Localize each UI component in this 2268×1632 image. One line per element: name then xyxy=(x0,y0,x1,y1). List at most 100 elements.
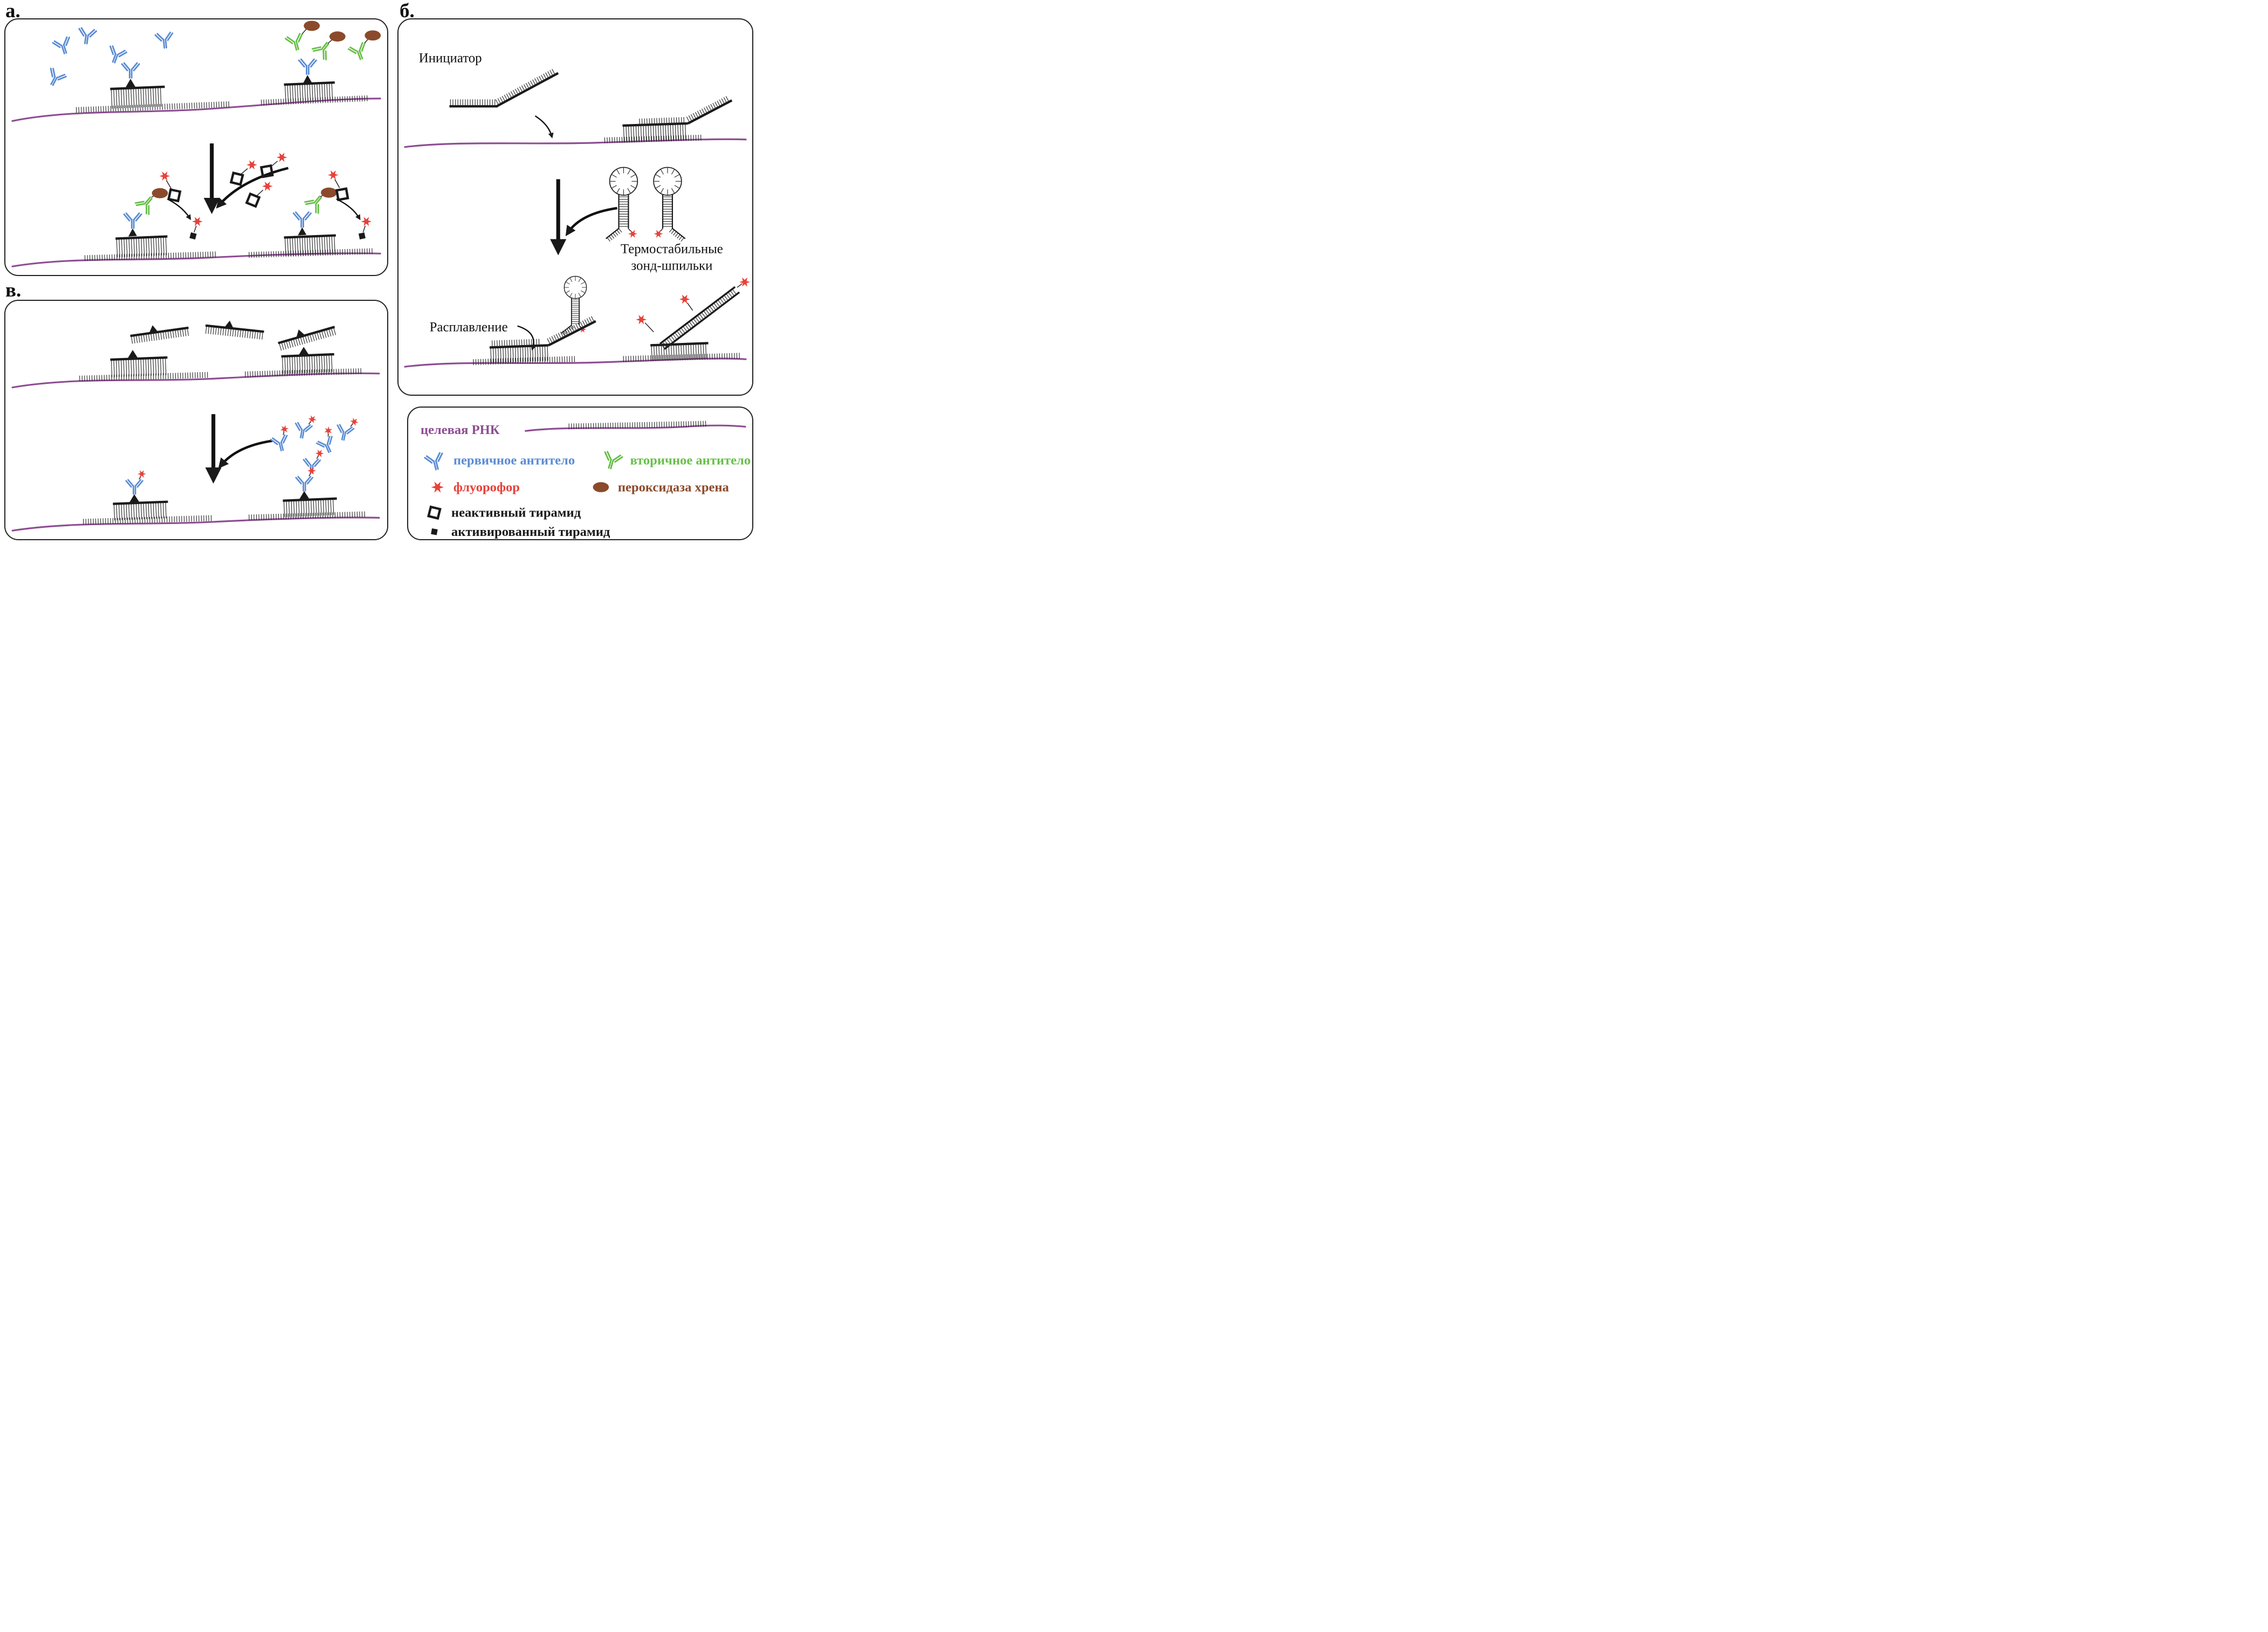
panel-a-label: а. xyxy=(5,0,20,22)
fluorophore-icon xyxy=(431,481,444,493)
hapten-triangle-icon xyxy=(299,347,309,355)
fluorophore-icon xyxy=(262,181,273,191)
rna-ticks xyxy=(604,134,702,143)
scene-a-deposition xyxy=(11,170,381,267)
labeled-antibody-cluster xyxy=(269,413,360,473)
addition-curve-arrow xyxy=(565,206,617,237)
labeled-primary-antibody-icon xyxy=(312,425,340,455)
target-rna-strand xyxy=(11,372,380,389)
primary-antibody-icon xyxy=(76,26,98,46)
duplex-ticks xyxy=(111,87,162,109)
primary-antibody-icon xyxy=(105,44,128,66)
labeled-primary-antibody-icon xyxy=(296,467,316,491)
secondary-antibody-icon xyxy=(600,450,623,472)
hcr-polymer-duplex xyxy=(659,286,736,345)
reaction-step xyxy=(203,143,289,215)
fluorophore-icon xyxy=(159,171,170,181)
hrp-linker xyxy=(301,29,307,35)
opened-hairpin-arm xyxy=(548,320,596,347)
primary-antibody-icon xyxy=(121,62,140,79)
fluorophore-icon xyxy=(192,217,203,226)
melting-label: Расплавление xyxy=(430,320,508,335)
duplex-ticks xyxy=(651,343,707,361)
hrp-icon xyxy=(321,187,337,198)
primary-antibody-icon xyxy=(43,66,67,89)
initiator-arm xyxy=(496,72,559,108)
primary-antibody-icon xyxy=(154,31,175,50)
hrp-icon xyxy=(365,30,381,41)
legend-target-rna-label: целевая РНК xyxy=(421,423,500,437)
panel-b-label: б. xyxy=(400,0,415,22)
legend-item-activated-tyramide: активированный тирамид xyxy=(431,525,610,539)
hcr-polymer-site xyxy=(623,277,751,362)
rna-ticks xyxy=(623,353,740,362)
probe-bar xyxy=(115,235,168,240)
probe-bar xyxy=(110,356,168,361)
hairpin-probe-icon xyxy=(654,167,685,241)
legend-diagram: целевая РНК первичное антитело вторичное… xyxy=(421,421,751,539)
initiator-arm xyxy=(687,99,733,125)
duplex-ticks xyxy=(116,237,167,258)
reaction-step xyxy=(205,413,360,484)
rna-ticks xyxy=(79,371,208,382)
panel-a-diagram xyxy=(11,20,381,267)
scene-v-probe-binding xyxy=(11,318,380,389)
hapten-triangle-icon xyxy=(129,494,139,502)
hapten-triangle-icon xyxy=(128,350,138,359)
probe-bar xyxy=(110,85,165,91)
panel-v xyxy=(4,300,388,540)
legend-item-inactive-tyramide: неактивный тирамид xyxy=(429,506,581,520)
fluorophore-icon xyxy=(679,294,690,304)
activated-tyramide-icon xyxy=(189,232,197,240)
probe-site xyxy=(261,31,368,106)
scene-b-initiator: Инициатор xyxy=(404,51,747,148)
panel-v-label: в. xyxy=(5,279,22,301)
rna-ticks xyxy=(245,368,361,377)
rna-ticks xyxy=(249,511,365,521)
free-probe-icon xyxy=(276,320,337,351)
activated-tyramide-icon xyxy=(358,232,366,240)
probe-site xyxy=(604,96,733,143)
rna-ticks xyxy=(84,251,216,261)
hairpin-probe-icon xyxy=(606,167,638,241)
probe-bar xyxy=(650,342,709,347)
legend-panel: целевая РНК первичное антитело вторичное… xyxy=(407,407,753,540)
hrp-icon xyxy=(152,188,168,198)
fluorophore-icon xyxy=(361,217,372,226)
tyramide-linker xyxy=(334,179,340,188)
primary-antibody-icon xyxy=(423,451,446,472)
addition-curve-arrow xyxy=(216,167,289,209)
tyramide-linker xyxy=(362,225,366,232)
scene-v-detected xyxy=(11,467,380,532)
rna-ticks xyxy=(75,101,230,113)
deposition-arrow xyxy=(336,198,361,221)
panel-b: Инициатор xyxy=(397,18,753,396)
legend-activated-tyramide-label: активированный тирамид xyxy=(451,525,610,539)
probe-bar xyxy=(284,81,335,86)
probe-site xyxy=(83,470,212,525)
fluorophore-icon xyxy=(739,277,751,287)
scene-a-antibody-binding xyxy=(11,20,381,122)
floating-secondary-antibodies xyxy=(284,20,381,63)
legend-inactive-tyramide-label: неактивный тирамид xyxy=(451,506,581,520)
secondary-antibody-icon xyxy=(311,37,335,61)
tyramide-linker xyxy=(166,180,172,190)
inactive-tyramide-icon xyxy=(262,166,273,177)
hrp-icon xyxy=(304,20,320,31)
labeled-primary-antibody-icon xyxy=(293,413,317,440)
opened-hairpin-arm-ticks xyxy=(547,316,595,345)
labeled-primary-antibody-icon xyxy=(126,470,146,494)
target-rna-strand xyxy=(11,98,381,122)
primary-antibody-icon xyxy=(298,58,317,75)
legend-secondary-antibody-label: вторичное антитело xyxy=(630,453,751,467)
fluorophore-icon xyxy=(246,160,258,170)
fluorophore-linker xyxy=(687,302,693,311)
target-rna-strand xyxy=(11,252,381,267)
binding-arrow xyxy=(534,115,554,139)
initiator-ticks xyxy=(450,99,496,106)
labeled-primary-antibody-icon xyxy=(335,415,359,443)
initiator-label: Инициатор xyxy=(419,51,482,66)
fluorophore-linker xyxy=(644,322,654,333)
target-rna-icon xyxy=(525,424,746,432)
duplex-ticks xyxy=(623,124,686,142)
